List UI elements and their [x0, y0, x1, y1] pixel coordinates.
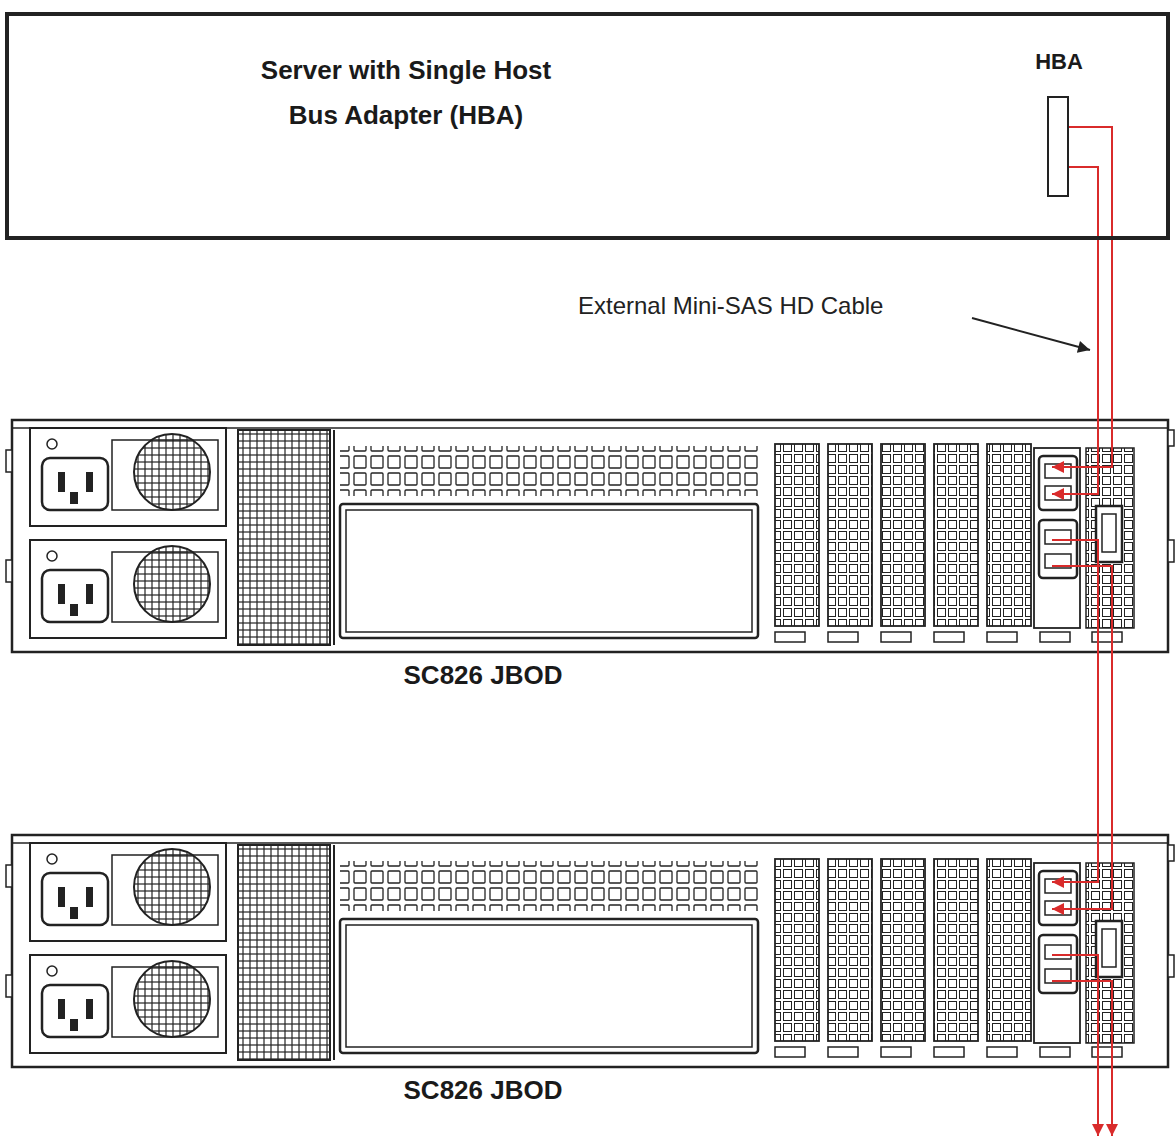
- jbod-enclosure: SC826 JBOD: [12, 420, 1168, 652]
- enclosure-label: SC826 JBOD: [353, 659, 613, 691]
- jbod-chassis: [6, 835, 1174, 1067]
- sas-cable: [1052, 167, 1098, 494]
- enclosure-label: SC826 JBOD: [353, 1074, 613, 1106]
- card-label: HBA: [1019, 48, 1099, 76]
- sas-cable: [1052, 540, 1098, 882]
- hba-card: HBA: [1047, 96, 1069, 197]
- jbod-chassis: [6, 420, 1174, 652]
- leader-line: [972, 318, 1090, 350]
- sas-cable: [1052, 127, 1112, 467]
- sas-cable: [1052, 566, 1112, 909]
- server-box: Server with Single Host Bus Adapter (HBA…: [5, 12, 1170, 240]
- cable-callout: External Mini-SAS HD Cable: [576, 292, 885, 320]
- cable-out: [1052, 981, 1112, 1136]
- jbod-enclosure: SC826 JBOD: [12, 835, 1168, 1068]
- cable-out: [1052, 955, 1098, 1136]
- server-title: Server with Single Host Bus Adapter (HBA…: [231, 48, 581, 138]
